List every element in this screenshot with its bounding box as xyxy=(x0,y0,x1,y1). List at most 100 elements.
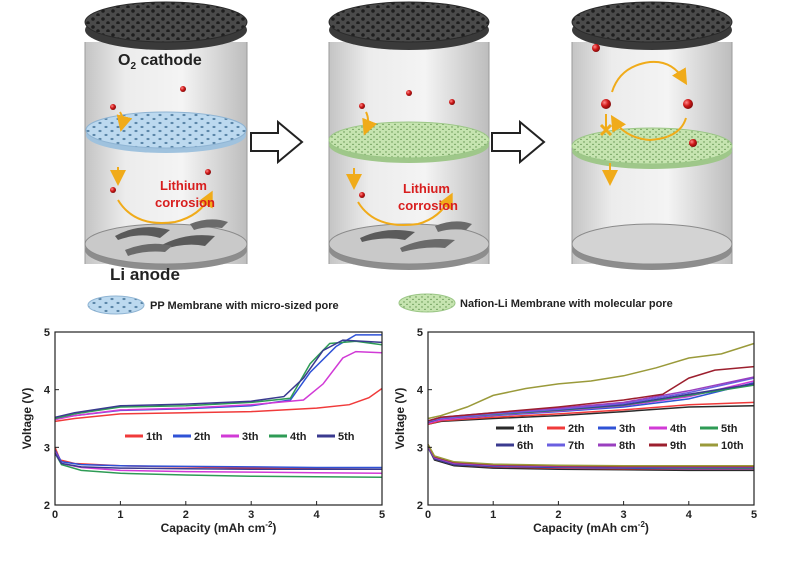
dendrite-shape xyxy=(115,227,170,240)
corrosion-label-1: Lithium xyxy=(403,181,450,196)
anode-label: Li anode xyxy=(110,265,180,284)
series-line-2th-charge xyxy=(427,401,755,426)
lithium-particle xyxy=(592,44,600,52)
series-line-7th-charge xyxy=(427,377,755,423)
series-line-10th-discharge xyxy=(427,444,754,467)
y-tick-label: 3 xyxy=(417,442,423,454)
lithium-particle xyxy=(110,104,116,110)
x-tick-label: 1 xyxy=(117,509,123,521)
corrosion-label-1: Lithium xyxy=(160,178,207,193)
x-tick-label: 3 xyxy=(248,509,254,521)
x-tick-label: 5 xyxy=(751,509,757,521)
x-tick-label: 4 xyxy=(686,509,693,521)
lithium-particle xyxy=(205,169,211,175)
dendrite-shape xyxy=(190,219,228,230)
cell-pp-membrane: O2 cathode Lithium corrosion Li anode xyxy=(84,1,248,284)
cathode-label: O2 cathode xyxy=(118,52,202,72)
legend-label-nafion: Nafion-Li Membrane with molecular pore xyxy=(460,298,673,310)
x-tick-label: 0 xyxy=(425,509,431,521)
y-tick-label: 2 xyxy=(44,500,50,512)
x-tick-label: 1 xyxy=(490,509,496,521)
dendrite-shape xyxy=(125,243,172,256)
lithium-particle xyxy=(110,187,116,193)
process-arrow xyxy=(491,119,546,165)
plot-frame xyxy=(427,331,755,506)
process-arrow xyxy=(250,119,304,165)
series-line-4th-charge xyxy=(54,340,383,420)
legend-label-1th: 1th xyxy=(146,431,163,443)
lithium-particle xyxy=(601,99,611,109)
legend-label-3th: 3th xyxy=(619,423,636,435)
y-tick-label: 3 xyxy=(44,442,50,454)
legend-label-2th: 2th xyxy=(568,423,585,435)
legend-label-10th: 10th xyxy=(721,440,744,452)
block-cross-icon xyxy=(599,123,613,137)
lithium-particle xyxy=(180,86,186,92)
series-line-9th-charge xyxy=(427,365,755,422)
series-line-1th-discharge xyxy=(427,446,754,472)
series-line-3th-charge xyxy=(54,350,383,421)
series-line-4th-discharge xyxy=(54,452,383,479)
legend-label-8th: 8th xyxy=(619,440,636,452)
x-axis-label: Capacity (mAh cm-2) xyxy=(533,520,649,535)
legend-label-4th: 4th xyxy=(670,423,687,435)
legend-label-3th: 3th xyxy=(242,431,259,443)
cell-nafion-protected xyxy=(571,1,733,270)
legend-swatch-pp xyxy=(87,295,145,315)
series-line-5th-charge xyxy=(54,339,383,419)
dendrite-shape xyxy=(400,239,455,252)
series-line-1th-charge xyxy=(54,387,383,423)
x-tick-label: 2 xyxy=(183,509,189,521)
cycle-arrow xyxy=(610,114,687,142)
legend-label-7th: 7th xyxy=(568,440,585,452)
legend-label-4th: 4th xyxy=(290,431,307,443)
lithium-particle xyxy=(359,192,365,198)
corrosion-arrow xyxy=(117,190,213,224)
legend-swatch-nafion xyxy=(398,293,456,313)
x-tick-label: 0 xyxy=(52,509,58,521)
corrosion-label-2: corrosion xyxy=(398,198,458,213)
dendrite-shape xyxy=(160,235,215,250)
lithium-particle xyxy=(359,103,365,109)
corrosion-arrow xyxy=(357,192,453,226)
legend-label-5th: 5th xyxy=(721,423,738,435)
y-tick-label: 4 xyxy=(44,385,51,397)
lithium-particle xyxy=(683,99,693,109)
legend-label-1th: 1th xyxy=(517,423,534,435)
y-axis-label: Voltage (V) xyxy=(393,388,407,450)
legend-label-2th: 2th xyxy=(194,431,211,443)
legend-label-6th: 6th xyxy=(517,440,534,452)
legend-label-5th: 5th xyxy=(338,431,355,443)
legend-label-pp: PP Membrane with micro-sized pore xyxy=(150,300,339,312)
series-line-3th-discharge xyxy=(54,451,383,475)
series-line-10th-charge xyxy=(427,342,755,420)
y-tick-label: 2 xyxy=(417,500,423,512)
cell-nafion-membrane: Lithium corrosion xyxy=(328,1,490,270)
y-tick-label: 5 xyxy=(44,327,50,339)
corrosion-label-2: corrosion xyxy=(155,195,215,210)
diffusion-arrow xyxy=(362,111,378,136)
y-axis-label: Voltage (V) xyxy=(20,388,34,450)
series-line-2th-discharge xyxy=(54,449,382,469)
legend: PP Membrane with micro-sized pore Nafion… xyxy=(87,293,673,315)
dendrite-shape xyxy=(435,221,472,232)
lithium-particle xyxy=(406,90,412,96)
x-tick-label: 2 xyxy=(555,509,561,521)
series-line-5th-discharge xyxy=(54,452,382,470)
x-axis-label: Capacity (mAh cm-2) xyxy=(161,520,277,535)
lithium-particle xyxy=(449,99,455,105)
plot-frame xyxy=(54,331,383,506)
x-tick-label: 5 xyxy=(379,509,385,521)
y-tick-label: 4 xyxy=(417,385,424,397)
y-tick-label: 5 xyxy=(417,327,423,339)
x-tick-label: 3 xyxy=(621,509,627,521)
x-tick-label: 4 xyxy=(314,509,321,521)
lithium-particle xyxy=(689,139,697,147)
legend-label-9th: 9th xyxy=(670,440,687,452)
diffusion-arrow xyxy=(116,111,133,132)
cycle-arrow xyxy=(611,60,688,93)
dendrite-shape xyxy=(360,230,415,242)
